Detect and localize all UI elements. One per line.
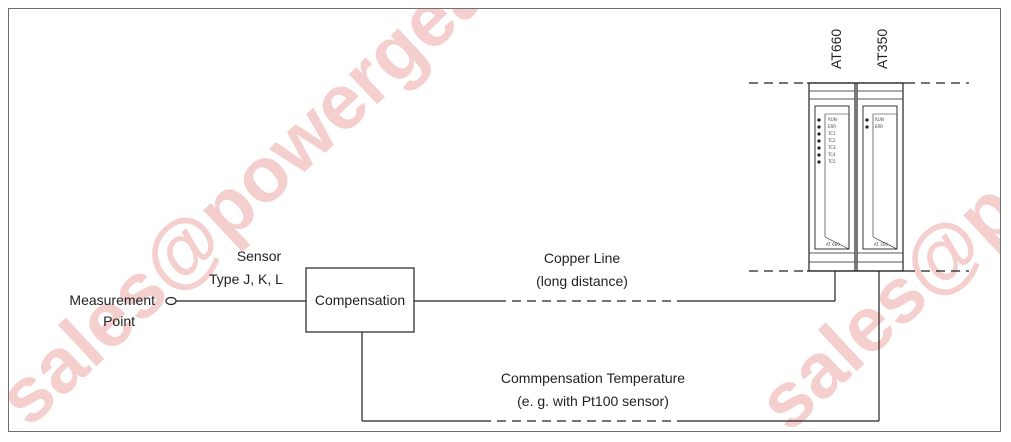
- compensation-temperature-line: [361, 271, 880, 422]
- at660-led-label: TC3: [827, 145, 836, 150]
- at350-led-label: RUN: [875, 117, 884, 122]
- at660-led-label: TC4: [827, 152, 836, 157]
- at660-leds: RUN ERR TC1 TC2 TC3 TC4 TC5 AT 660: [817, 117, 840, 247]
- compensation-box-label: Compensation: [315, 292, 405, 308]
- at350-led-label: ERR: [875, 124, 883, 129]
- at350-module: [856, 82, 904, 272]
- watermark-text: sales@powergearx.com: [9, 9, 692, 432]
- measurement-point-label-1: Measurement: [69, 292, 155, 308]
- at350-label: AT350: [874, 29, 890, 69]
- at660-led-label: ERR: [828, 124, 836, 129]
- at660-model-label: AT 660: [826, 242, 840, 247]
- wiring-diagram: sales@powergearx.com sales@powergearx.co…: [9, 9, 1001, 432]
- diagram-frame: sales@powergearx.com sales@powergearx.co…: [8, 8, 1001, 432]
- at660-module: [808, 82, 856, 272]
- measurement-point-symbol: [165, 296, 177, 306]
- comp-temp-label-1: Commpensation Temperature: [501, 370, 685, 386]
- measurement-point-label-2: Point: [103, 313, 135, 329]
- at660-led-label: TC2: [827, 138, 836, 143]
- at350-leds: RUN ERR AT 350: [865, 117, 888, 247]
- at660-led-label: RUN: [828, 117, 837, 122]
- copper-line-label-2: (long distance): [536, 273, 628, 289]
- watermark-text-2: sales@powergearx.com: [741, 9, 1001, 432]
- watermark: sales@powergearx.com sales@powergearx.co…: [9, 9, 1001, 432]
- sensor-label-1: Sensor: [237, 248, 282, 264]
- copper-line: [414, 271, 836, 302]
- comp-temp-label-2: (e. g. with Pt100 sensor): [517, 393, 669, 409]
- at660-led-label: TC1: [827, 131, 836, 136]
- compensation-box: [305, 267, 415, 333]
- at660-led-label: TC5: [827, 159, 836, 164]
- copper-line-label-1: Copper Line: [544, 250, 620, 266]
- at350-model-label: AT 350: [874, 242, 888, 247]
- at660-label: AT660: [828, 29, 844, 69]
- sensor-label-2: Type J, K, L: [209, 271, 283, 287]
